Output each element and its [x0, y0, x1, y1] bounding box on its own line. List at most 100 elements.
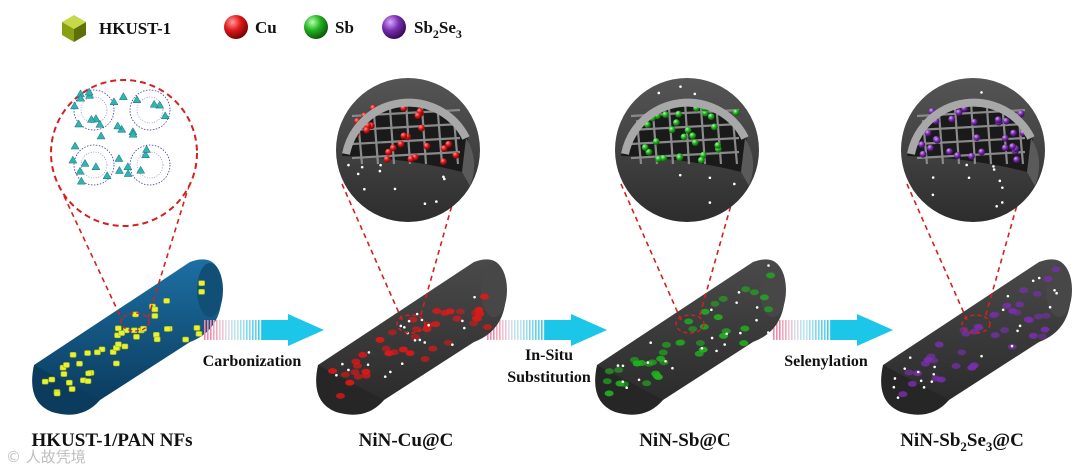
metal-particle [648, 359, 657, 365]
metal-particle [483, 324, 492, 330]
legend-item-sb: Sb [304, 15, 354, 39]
metal-nanoparticle [685, 127, 692, 134]
metal-particle [1013, 310, 1022, 316]
metal-nanoparticle [995, 116, 1002, 123]
hkust-particle [152, 307, 158, 312]
metal-particle [991, 332, 1000, 338]
metal-particle [908, 381, 917, 387]
hkust-particle [85, 379, 91, 384]
legend-label-sb2se3: Sb2Se3 [414, 18, 462, 41]
metal-particle [675, 340, 684, 346]
legend-label-cu: Cu [255, 18, 277, 37]
hkust-particle [194, 325, 200, 330]
arrow-carbonization [204, 314, 324, 346]
legend-label-hkust: HKUST-1 [99, 19, 171, 38]
sphere-icon [382, 15, 406, 39]
stage-label-nin-cu: NiN-Cu@C [359, 430, 454, 451]
metal-nanoparticle [968, 153, 975, 160]
metal-particle [710, 301, 719, 307]
legend-item-cu: Cu [224, 15, 277, 39]
metal-nanoparticle [445, 141, 452, 148]
hkust-particle [119, 331, 125, 336]
metal-nanoparticle [673, 119, 680, 126]
metal-nanoparticle [733, 109, 740, 116]
hkust-particle [154, 337, 160, 342]
metal-particle [957, 349, 966, 355]
metal-particle [480, 294, 489, 300]
hkust-particle [113, 361, 119, 366]
metal-particle [353, 363, 362, 369]
metal-particle [358, 352, 367, 358]
metal-nanoparticle [920, 151, 927, 158]
step-label-substitution: Substitution [507, 369, 591, 386]
hkust-particle [61, 372, 67, 377]
metal-nanoparticle [1002, 135, 1009, 142]
metal-particle [741, 286, 750, 292]
metal-nanoparticle [453, 152, 460, 159]
metal-nanoparticle [662, 111, 669, 118]
hkust-particle [196, 331, 202, 336]
stage-nin-sb [595, 78, 786, 415]
metal-particle [399, 347, 408, 353]
metal-particle [974, 324, 983, 330]
metal-nanoparticle [711, 124, 718, 131]
metal-nanoparticle [971, 119, 978, 126]
metal-nanoparticle [973, 134, 980, 141]
hkust-particle [69, 387, 75, 392]
metal-nanoparticle [675, 111, 682, 118]
metal-particle [361, 369, 370, 375]
metal-particle [898, 391, 907, 397]
hkust-particle [63, 363, 69, 368]
legend-item-sb2se3: Sb2Se3 [382, 15, 462, 41]
hkust-particle [199, 289, 205, 294]
arrow-substitution [487, 314, 607, 346]
metal-particle [1000, 327, 1009, 333]
metal-nanoparticle [676, 154, 683, 161]
metal-particle [630, 357, 639, 363]
metal-nanoparticle [934, 137, 941, 144]
metal-particle [739, 340, 748, 346]
metal-particle [421, 356, 430, 362]
metal-particle [935, 341, 944, 347]
metal-particle [345, 380, 354, 386]
step-label-in-situ: In-Situ [525, 347, 573, 364]
metal-nanoparticle [927, 145, 934, 152]
metal-particle [1033, 291, 1042, 297]
metal-nanoparticle [423, 143, 430, 150]
metal-particle [375, 337, 384, 343]
legend-item-hkust: HKUST-1 [62, 15, 171, 42]
hkust-particle [152, 313, 158, 318]
hkust-particle [199, 281, 205, 286]
metal-nanoparticle [363, 127, 370, 134]
stage-nin-cu [316, 78, 507, 415]
core-shell-sphere [901, 78, 1045, 222]
hkust-particle [164, 298, 170, 303]
metal-particle [642, 380, 651, 386]
metal-nanoparticle [1013, 156, 1020, 163]
core-shell-sphere [615, 78, 759, 222]
stage-label-nin-sb2se3: NiN-Sb2Se3@C [900, 430, 1024, 454]
metal-nanoparticle [642, 144, 649, 151]
metal-particle [456, 309, 465, 315]
metal-particle [701, 309, 710, 315]
stage-nin-sb2se3 [881, 78, 1072, 415]
metal-nanoparticle [669, 126, 676, 133]
hkust-particle [183, 337, 189, 342]
hkust-particle [122, 344, 128, 349]
metal-particle [603, 378, 612, 384]
metal-particle [659, 349, 668, 355]
stage-hkust-pan: HKUST-1/PAN NFs [32, 80, 224, 451]
metal-particle [970, 362, 979, 368]
metal-nanoparticle [956, 109, 963, 116]
metal-particle [453, 316, 462, 322]
hkust-particle [49, 377, 55, 382]
metal-particle [1015, 302, 1024, 308]
hkust-particle [115, 326, 121, 331]
metal-particle [926, 353, 935, 359]
metal-particle [760, 294, 769, 300]
metal-particle [651, 371, 660, 377]
hkust-particle [42, 379, 48, 384]
metal-particle [684, 318, 693, 324]
metal-particle [328, 368, 337, 374]
metal-particle [388, 329, 397, 335]
